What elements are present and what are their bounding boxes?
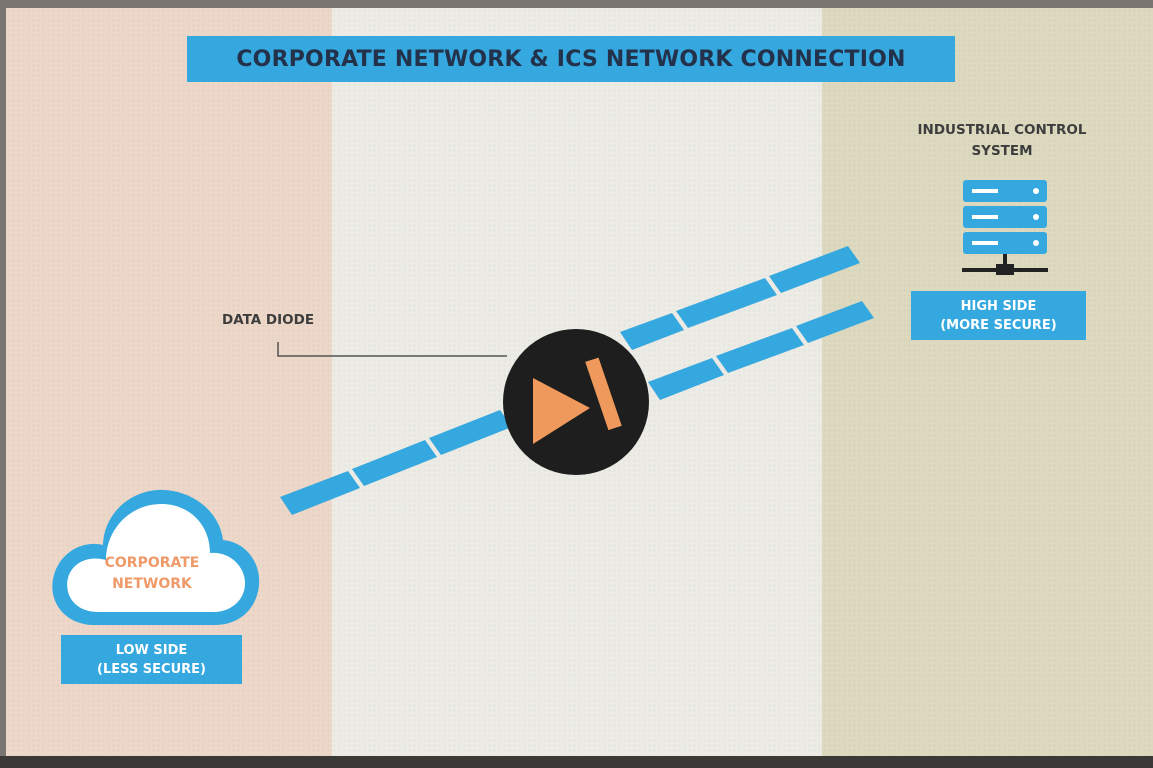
data-stream-low (280, 410, 512, 515)
ics-label-line2: SYSTEM (971, 143, 1033, 159)
diode-symbol-icon (503, 329, 649, 475)
high-side-zone (822, 8, 1153, 756)
low-side-badge: LOW SIDE (LESS SECURE) (61, 635, 242, 684)
bottom-border (0, 756, 1153, 768)
diagram-title: CORPORATE NETWORK & ICS NETWORK CONNECTI… (236, 46, 906, 72)
data-diode-label: DATA DIODE (222, 312, 315, 328)
high-side-line1: HIGH SIDE (960, 298, 1037, 314)
cloud-label-line1: CORPORATE (104, 555, 200, 571)
corporate-network-label: CORPORATE NETWORK (92, 553, 212, 595)
data-stream-high (620, 246, 874, 400)
low-side-line2: (LESS SECURE) (97, 661, 206, 677)
low-side-line1: LOW SIDE (115, 642, 188, 658)
title-banner: CORPORATE NETWORK & ICS NETWORK CONNECTI… (187, 36, 955, 82)
high-side-line2: (MORE SECURE) (940, 317, 1057, 333)
cloud-icon (52, 489, 260, 625)
cloud-label-line2: NETWORK (112, 576, 192, 592)
ics-label: INDUSTRIAL CONTROL SYSTEM (896, 120, 1108, 162)
diode-leader-line (277, 342, 507, 357)
server-rack-icon (962, 180, 1048, 275)
low-side-zone (6, 8, 332, 756)
middle-zone (332, 8, 822, 756)
ics-label-line1: INDUSTRIAL CONTROL (917, 122, 1087, 138)
high-side-badge: HIGH SIDE (MORE SECURE) (911, 291, 1086, 340)
diagram-canvas (6, 8, 1153, 756)
